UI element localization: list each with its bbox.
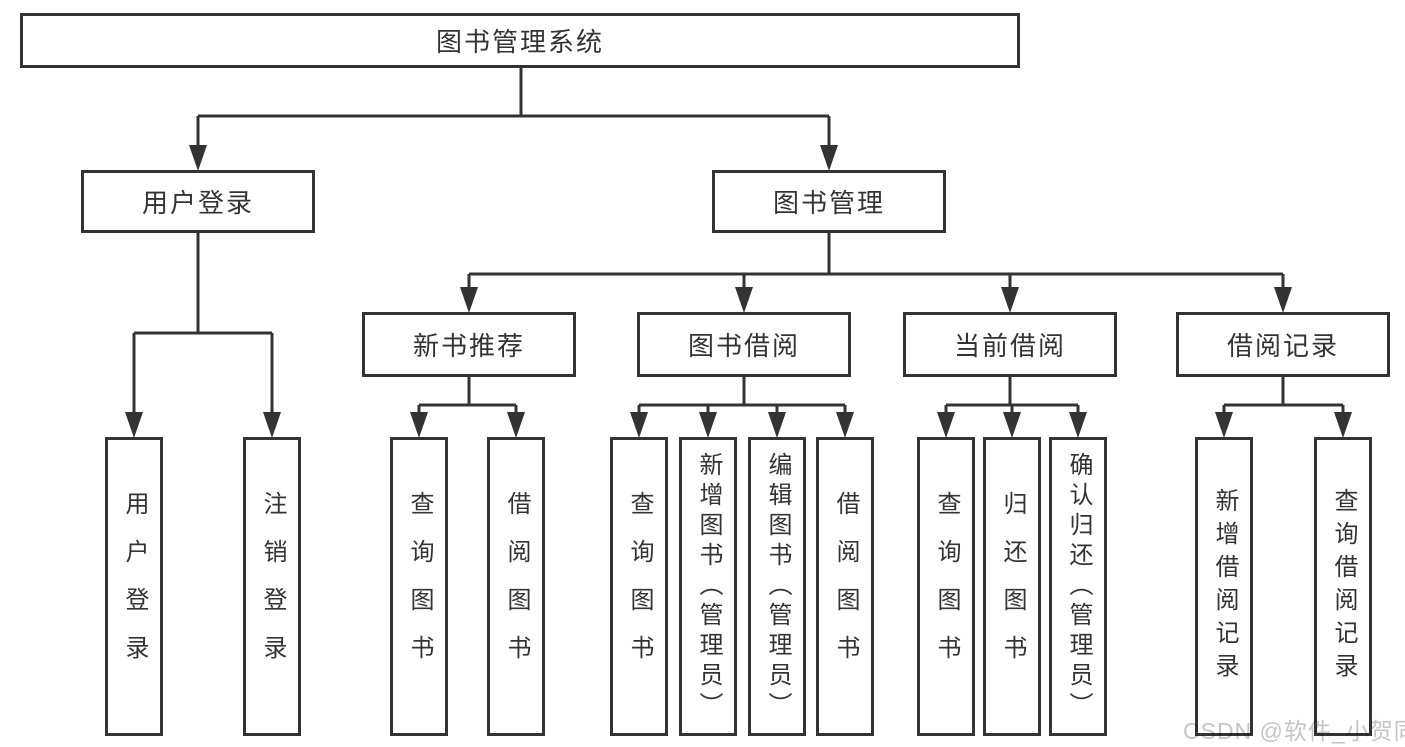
leaf-query-books-2-label: 查询图书 bbox=[626, 490, 653, 683]
leaf-user-login: 用户登录 bbox=[105, 437, 163, 736]
node-book-management: 图书管理 bbox=[712, 170, 946, 233]
leaf-confirm-return-admin: 确认归还（管理员） bbox=[1049, 437, 1107, 736]
node-root-label: 图书管理系统 bbox=[435, 27, 604, 57]
node-book-borrow: 图书借阅 bbox=[637, 312, 851, 377]
leaf-edit-books-admin: 编辑图书（管理员） bbox=[748, 437, 806, 736]
leaf-add-borrow-record: 新增借阅记录 bbox=[1195, 437, 1253, 736]
leaf-add-books-admin-label: 新增图书（管理员） bbox=[695, 451, 722, 722]
leaf-edit-books-admin-label: 编辑图书（管理员） bbox=[764, 451, 791, 722]
leaf-add-books-admin: 新增图书（管理员） bbox=[679, 437, 737, 736]
leaf-add-borrow-record-label: 新增借阅记录 bbox=[1211, 487, 1238, 686]
node-borrow-records: 借阅记录 bbox=[1176, 312, 1390, 377]
leaf-borrow-books-2-label: 借阅图书 bbox=[832, 490, 859, 683]
node-book-management-label: 图书管理 bbox=[772, 188, 885, 218]
node-new-book-recommend: 新书推荐 bbox=[362, 312, 576, 377]
leaf-borrow-books-1-label: 借阅图书 bbox=[503, 490, 530, 683]
node-current-borrow: 当前借阅 bbox=[903, 312, 1117, 377]
leaf-borrow-books-2: 借阅图书 bbox=[816, 437, 874, 736]
leaf-query-books-1: 查询图书 bbox=[390, 437, 448, 736]
leaf-query-books-3: 查询图书 bbox=[917, 437, 975, 736]
node-borrow-records-label: 借阅记录 bbox=[1226, 331, 1339, 361]
node-root-library-system: 图书管理系统 bbox=[20, 13, 1020, 68]
leaf-query-books-1-label: 查询图书 bbox=[406, 490, 433, 683]
node-current-borrow-label: 当前借阅 bbox=[953, 331, 1066, 361]
leaf-return-books: 归还图书 bbox=[983, 437, 1041, 736]
node-user-login: 用户登录 bbox=[81, 170, 315, 233]
leaf-logout: 注销登录 bbox=[243, 437, 301, 736]
leaf-query-borrow-record: 查询借阅记录 bbox=[1314, 437, 1372, 736]
leaf-borrow-books-1: 借阅图书 bbox=[487, 437, 545, 736]
leaf-query-books-3-label: 查询图书 bbox=[933, 490, 960, 683]
leaf-return-books-label: 归还图书 bbox=[999, 490, 1026, 683]
node-new-book-recommend-label: 新书推荐 bbox=[412, 331, 525, 361]
node-user-login-label: 用户登录 bbox=[141, 188, 254, 218]
leaf-logout-label: 注销登录 bbox=[259, 490, 286, 683]
leaf-confirm-return-admin-label: 确认归还（管理员） bbox=[1065, 451, 1092, 722]
leaf-query-books-2: 查询图书 bbox=[610, 437, 668, 736]
leaf-user-login-label: 用户登录 bbox=[121, 490, 148, 683]
node-book-borrow-label: 图书借阅 bbox=[687, 331, 800, 361]
arrowheads bbox=[125, 145, 1352, 438]
csdn-watermark: CSDN @软件_小贺同学 bbox=[1183, 718, 1405, 744]
leaf-query-borrow-record-label: 查询借阅记录 bbox=[1330, 487, 1357, 686]
